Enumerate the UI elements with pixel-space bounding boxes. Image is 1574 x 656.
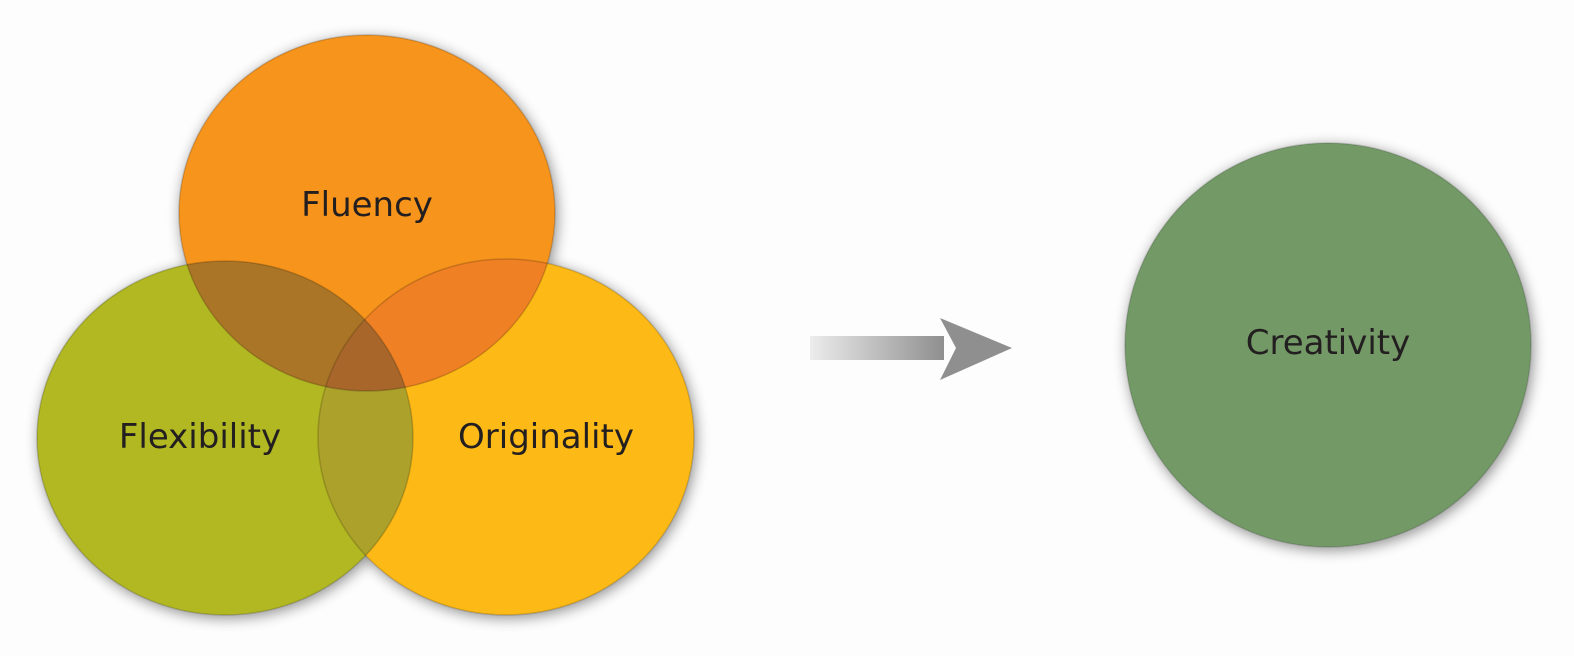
originality-label: Originality	[458, 417, 634, 457]
fluency-originality-overlap	[318, 259, 555, 391]
fluency-label: Fluency	[301, 185, 433, 225]
flexibility-label: Flexibility	[119, 417, 281, 457]
fluency-flexibility-overlap	[179, 261, 413, 391]
creativity-label: Creativity	[1246, 323, 1411, 363]
creativity-circle	[1124, 142, 1532, 548]
arrow-icon	[810, 318, 1012, 380]
